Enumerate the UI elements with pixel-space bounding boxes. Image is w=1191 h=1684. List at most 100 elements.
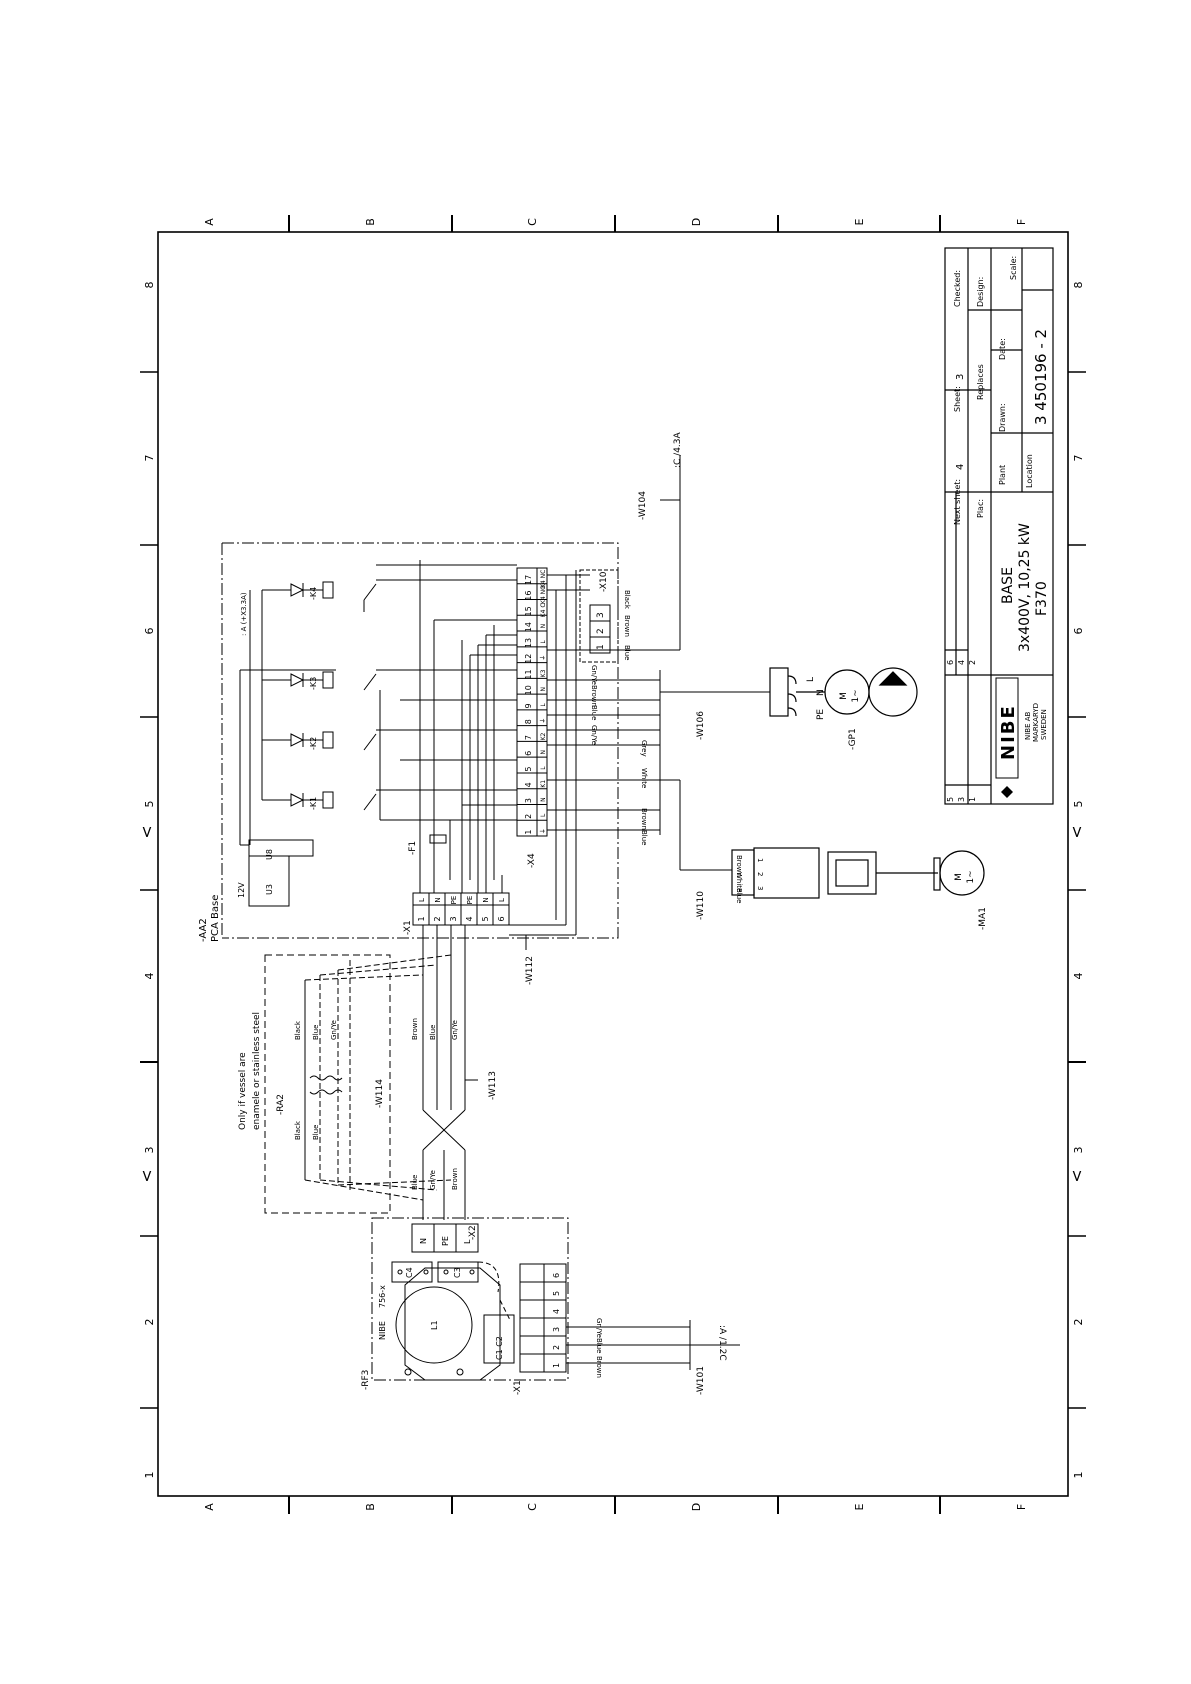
tb-label-design: Design:: [976, 277, 985, 307]
x4-term: 7: [524, 735, 533, 740]
x4-term: 16: [524, 591, 533, 601]
wire-color: Brown: [590, 685, 598, 707]
x4-func: L: [540, 766, 547, 770]
aa2-board: [221, 542, 619, 939]
rf3-dashed-wire: [477, 1261, 500, 1293]
w110-label: -W110: [696, 891, 706, 920]
title-block-border: [944, 247, 1054, 805]
nibe-logo: NIBE: [995, 677, 1019, 798]
tb-rev: 1: [968, 797, 977, 802]
row-label: 6: [143, 628, 156, 635]
frame-border: [157, 231, 1069, 1497]
arrow-marker: <: [1067, 825, 1086, 838]
board-wiring: [376, 560, 680, 950]
x2-label: -X2: [468, 1225, 478, 1240]
x1-func: L: [418, 898, 426, 902]
v12-label: 12V: [237, 882, 246, 898]
col-label: C: [526, 1503, 539, 1511]
u8-label: U8: [265, 849, 274, 860]
relay-label: -K3: [309, 677, 318, 690]
title-block: [944, 247, 1054, 805]
x1-term: 4: [465, 916, 474, 921]
x1-func: PE: [466, 896, 474, 905]
relay-group: [239, 579, 450, 845]
x4-func: K4 NC: [540, 570, 547, 588]
arrow-marker: <: [1067, 1169, 1086, 1182]
tb-rev: 6: [946, 660, 955, 665]
x4-func: N: [540, 797, 547, 802]
row-label: 7: [1072, 455, 1085, 462]
u3-label: U3: [265, 884, 274, 895]
rf3-x1-term: 5: [552, 1291, 561, 1296]
ra2-note: enamele or stainless steel: [252, 1012, 262, 1130]
screw-icon: [397, 1269, 403, 1275]
col-label: B: [364, 218, 377, 226]
row-labels-right: 8 7 6 5 4 3 2 1 < <: [1067, 282, 1086, 1479]
switch-arm: [363, 793, 377, 811]
tb-company-line: SWEDEN: [1040, 709, 1048, 740]
screw-icon: [469, 1269, 475, 1275]
rf3-core-icon: [395, 1286, 473, 1364]
led-icon: [290, 583, 305, 597]
wire-color: White: [735, 872, 743, 892]
screw-icon: [404, 1368, 412, 1376]
wire-color: Blue: [312, 1025, 320, 1041]
x4-terminal-strip: [516, 567, 548, 837]
tb-title-line-1: BASE: [1000, 567, 1016, 604]
wire-color: White: [640, 768, 648, 788]
x10-wire-colors: Black Brown Blue: [623, 590, 631, 661]
row-label: 5: [1072, 801, 1085, 808]
logo-text: NIBE: [998, 704, 1019, 760]
ra2-label: -RA2: [276, 1094, 286, 1115]
tb-sheet-value: 3: [955, 374, 966, 380]
wire-color: Blue: [590, 705, 598, 721]
wire-color: Blue: [429, 1025, 437, 1041]
x1-func: PE: [450, 896, 458, 905]
ma1-actuator: [731, 847, 985, 899]
w101-ref: :A /1.2C: [717, 1325, 727, 1361]
c3-label: C3: [453, 1267, 462, 1278]
ra2-coil-icon: [309, 1089, 343, 1095]
tb-title-line-3: F370: [1034, 581, 1050, 616]
power-supply-labels: U8 U3 12V: [237, 849, 274, 898]
ref-label: : A (+X3.3A): [240, 592, 248, 636]
x4-term: 10: [524, 685, 533, 695]
tb-title-line-2: 3x400V, 10,25 kW: [1017, 523, 1033, 652]
w113-cable: [422, 925, 478, 1220]
x4-func: N: [540, 750, 547, 755]
wire: [422, 1109, 466, 1151]
l1-label: L1: [430, 1320, 439, 1330]
x2-strip: [411, 1223, 479, 1253]
switch-arm: [363, 733, 377, 751]
relay-coil-k4: [322, 581, 334, 599]
wire-color: Black: [623, 590, 631, 610]
col-label: B: [364, 1503, 377, 1511]
wire: [337, 954, 452, 971]
ra2-coil-icon: [309, 1075, 343, 1081]
c3-cap: [437, 1261, 479, 1283]
w101-labels: Gn/Ye Blue Brown -W101 :A /1.2C: [595, 1318, 727, 1395]
x4-func: ⏚: [540, 718, 547, 724]
wire-color: Black: [294, 1020, 302, 1040]
x1-term: 1: [417, 916, 426, 921]
x4-func: L: [540, 813, 547, 817]
x10-labels: -X10 1 2 3: [596, 571, 609, 650]
fuse-body: [429, 834, 447, 844]
wire-color: Brown: [623, 615, 631, 637]
c4-cap: [391, 1261, 433, 1283]
tb-label-plac: Plac:: [976, 499, 985, 518]
x1-term: 5: [481, 916, 490, 921]
row-label: 3: [1072, 1147, 1085, 1154]
gp1-motor-m: M: [839, 692, 849, 700]
wire-color: Blue: [312, 1125, 320, 1141]
tb-label-date: Date:: [998, 338, 1007, 360]
col-label: C: [526, 218, 539, 226]
aa2-labels: -AA2 PCA Base : A (+X3.3A): [198, 592, 248, 942]
tb-company-line: NIBE AB: [1024, 711, 1032, 740]
w113-label: -W113: [488, 1071, 498, 1100]
x4-func: ⏚: [540, 828, 547, 834]
wire-color: Brown: [640, 808, 648, 830]
tb-drawing-number: 3 450196 - 2: [1032, 329, 1050, 425]
